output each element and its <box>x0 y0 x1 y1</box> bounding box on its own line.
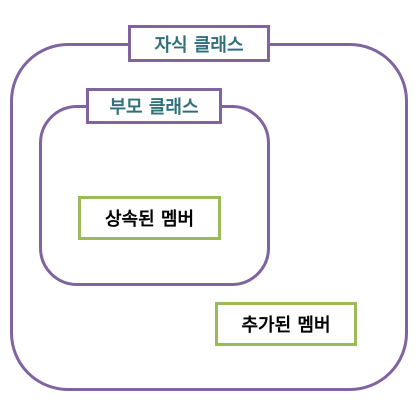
inherited-member-box: 상속된 멤버 <box>78 196 221 240</box>
parent-class-title: 부모 클래스 <box>86 88 222 124</box>
added-member-box: 추가된 멤버 <box>215 302 357 346</box>
parent-class-container <box>39 105 270 286</box>
child-class-title: 자식 클래스 <box>128 25 270 62</box>
